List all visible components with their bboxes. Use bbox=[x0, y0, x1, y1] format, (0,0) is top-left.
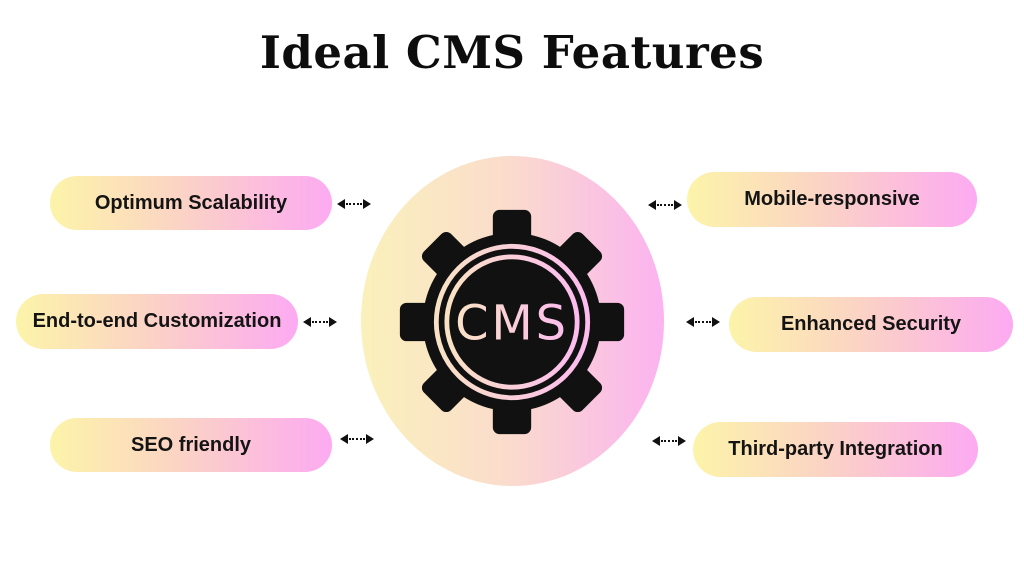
feature-pill-end-to-end-customization: End-to-end Customization bbox=[16, 294, 298, 349]
double-arrow-icon bbox=[303, 316, 337, 328]
arrow-shaft bbox=[657, 204, 673, 206]
feature-pill-optimum-scalability: Optimum Scalability bbox=[50, 176, 332, 230]
arrow-shaft bbox=[661, 440, 677, 442]
arrow-shaft bbox=[346, 203, 362, 205]
feature-label: End-to-end Customization bbox=[32, 310, 282, 332]
double-arrow-icon bbox=[337, 198, 371, 210]
feature-pill-seo-friendly: SEO friendly bbox=[50, 418, 332, 472]
arrow-shaft bbox=[312, 321, 328, 323]
feature-pill-mobile-responsive: Mobile-responsive bbox=[687, 172, 977, 227]
arrow-shaft bbox=[349, 438, 365, 440]
feature-label: Third-party Integration bbox=[728, 438, 943, 460]
feature-pill-third-party-integration: Third-party Integration bbox=[693, 422, 978, 477]
double-arrow-icon bbox=[340, 433, 374, 445]
cms-label: CMS bbox=[455, 296, 569, 351]
gear-icon: CMS bbox=[399, 209, 625, 435]
arrow-shaft bbox=[695, 321, 711, 323]
double-arrow-icon bbox=[648, 199, 682, 211]
double-arrow-icon bbox=[652, 435, 686, 447]
feature-label: Mobile-responsive bbox=[744, 188, 920, 210]
feature-label: Enhanced Security bbox=[780, 313, 962, 335]
page-title: Ideal CMS Features bbox=[259, 26, 765, 79]
feature-pill-enhanced-security: Enhanced Security bbox=[729, 297, 1013, 352]
feature-label: SEO friendly bbox=[130, 433, 252, 456]
feature-label: Optimum Scalability bbox=[94, 191, 288, 214]
double-arrow-icon bbox=[686, 316, 720, 328]
